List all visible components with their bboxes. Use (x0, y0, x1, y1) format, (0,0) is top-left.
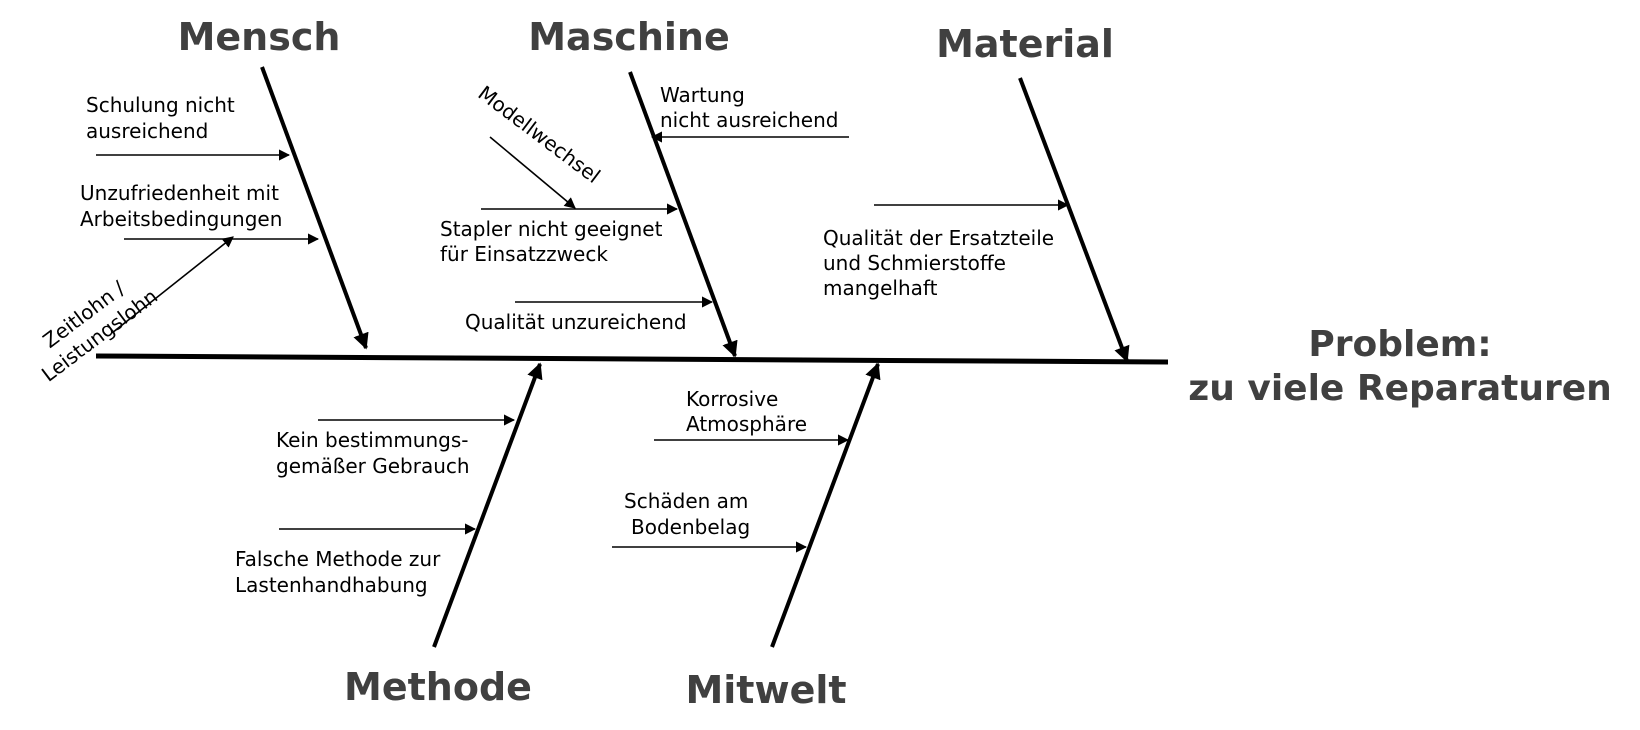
cause-ersatzteile-line3: mangelhaft (823, 276, 938, 300)
category-methode-label: Methode (344, 665, 532, 709)
cause-korrosive-line1: Korrosive (686, 387, 778, 411)
branch-material (1018, 77, 1130, 363)
problem-subtitle: zu viele Reparaturen (1188, 368, 1612, 409)
cause-korrosive-line2: Atmosphäre (686, 412, 807, 436)
problem-title: Problem: (1308, 324, 1491, 365)
cause-falsche-methode-line1: Falsche Methode zur (235, 547, 441, 571)
category-mitwelt-label: Mitwelt (685, 668, 846, 712)
cause-wartung-line2: nicht ausreichend (660, 108, 838, 132)
cause-qualitaet-label: Qualität unzureichend (465, 310, 687, 334)
cause-falsche-methode-line2: Lastenhandhabung (235, 573, 428, 597)
cause-schaeden-line1: Schäden am (624, 489, 748, 513)
cause-unzufriedenheit-line1: Unzufriedenheit mit (80, 181, 279, 205)
cause-unzufriedenheit-line2: Arbeitsbedingungen (80, 207, 282, 231)
cause-wartung-line1: Wartung (660, 83, 745, 107)
branch-methode (432, 362, 543, 648)
category-mensch-label: Mensch (178, 15, 341, 59)
cause-schulung-line2: ausreichend (86, 119, 208, 143)
main-spine (95, 353, 1169, 365)
cause-schulung-line1: Schulung nicht (86, 93, 235, 117)
cause-bestimmung-line1: Kein bestimmungs- (276, 428, 468, 452)
category-maschine-label: Maschine (528, 15, 730, 59)
cause-stapler-line2: für Einsatzzweck (440, 242, 608, 266)
cause-stapler-line1: Stapler nicht geeignet (440, 217, 663, 241)
cause-modellwechsel-label: Modellwechsel (474, 81, 605, 188)
cause-bestimmung-line2: gemäßer Gebrauch (276, 454, 470, 478)
cause-ersatzteile-line2: und Schmierstoffe (823, 251, 1006, 275)
branch-mensch (260, 66, 369, 350)
cause-zeitlohn-label: Zeitlohn / Leistungslohn (37, 276, 162, 387)
cause-zeitlohn-arrow (111, 236, 234, 334)
cause-modellwechsel-arrow (489, 136, 576, 209)
svg-text:Modellwechsel: Modellwechsel (474, 81, 605, 188)
cause-ersatzteile-line1: Qualität der Ersatzteile (823, 226, 1054, 250)
cause-schaeden-line2: Bodenbelag (631, 515, 750, 539)
branch-maschine (628, 71, 738, 358)
category-material-label: Material (936, 22, 1114, 66)
branch-mitwelt (770, 362, 881, 648)
